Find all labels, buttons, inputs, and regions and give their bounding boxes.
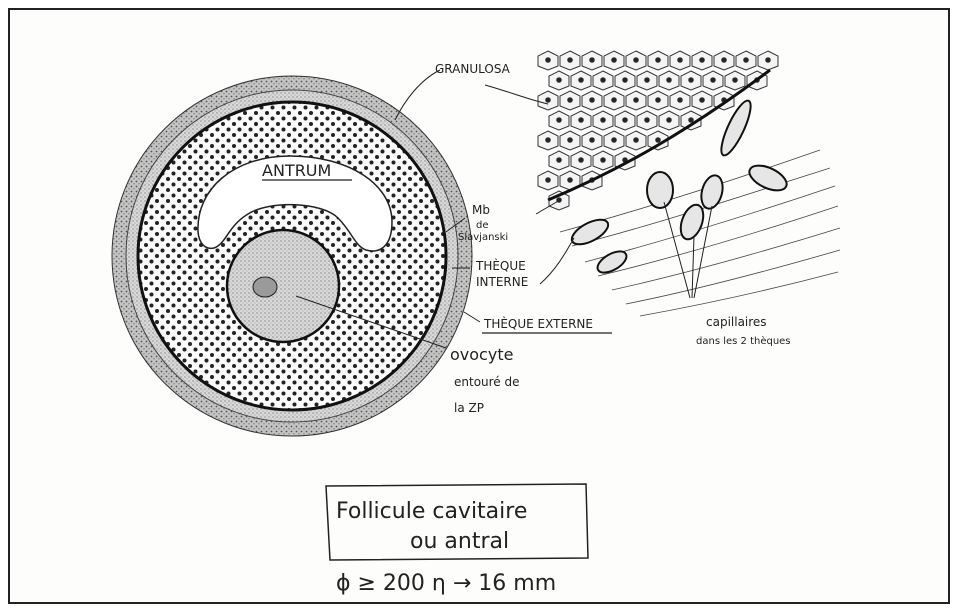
cell-nucleus [667, 118, 672, 123]
cell-nucleus [634, 98, 639, 103]
caption-box: Follicule cavitaire ou antral [326, 484, 588, 560]
cell-nucleus [557, 118, 562, 123]
label-theque-externe: THÈQUE EXTERNE [483, 316, 593, 331]
cell-nucleus [656, 98, 661, 103]
cell-nucleus [766, 58, 771, 63]
cell-nucleus [590, 98, 595, 103]
cell-nucleus [612, 98, 617, 103]
cell-nucleus [645, 78, 650, 83]
label-antrum: ANTRUM [262, 161, 331, 180]
cell-nucleus [612, 138, 617, 143]
cell-nucleus [689, 78, 694, 83]
cell-nucleus [645, 118, 650, 123]
cell-nucleus [689, 118, 694, 123]
cell-nucleus [700, 58, 705, 63]
cell-nucleus [579, 118, 584, 123]
label-theque-interne-2: INTERNE [476, 275, 528, 289]
caption-line1: Follicule cavitaire [336, 499, 527, 524]
follicle [112, 76, 472, 436]
cell-nucleus [546, 138, 551, 143]
label-membrane-1: Mb [472, 203, 490, 217]
cell-nucleus [678, 98, 683, 103]
cell-nucleus [744, 58, 749, 63]
size-note: ϕ ≥ 200 η → 16 mm [336, 571, 556, 596]
cell-nucleus [568, 58, 573, 63]
label-membrane-3: Slavjanski [458, 232, 508, 243]
cell-nucleus [656, 58, 661, 63]
cell-nucleus [634, 58, 639, 63]
cell-nucleus [733, 78, 738, 83]
cell-nucleus [568, 98, 573, 103]
cell-nucleus [678, 58, 683, 63]
cell-nucleus [667, 78, 672, 83]
label-theque-interne-1: THÈQUE [475, 258, 526, 273]
cell-nucleus [557, 158, 562, 163]
label-ovocyte: ovocyte [450, 345, 513, 364]
cell-nucleus [711, 78, 716, 83]
cell-nucleus [601, 118, 606, 123]
cell-nucleus [557, 78, 562, 83]
cell-nucleus [612, 58, 617, 63]
oocyte [227, 230, 339, 342]
cell-nucleus [546, 98, 551, 103]
cell-nucleus [568, 178, 573, 183]
cell-nucleus [546, 58, 551, 63]
cell-nucleus [590, 58, 595, 63]
caption-line2: ou antral [410, 529, 509, 554]
label-capillaires-2: dans les 2 thèques [696, 335, 791, 347]
cell-nucleus [700, 98, 705, 103]
cell-nucleus [546, 178, 551, 183]
cell-nucleus [722, 58, 727, 63]
label-ovocyte-sub1: entouré de [454, 375, 520, 389]
detail-inset [538, 51, 840, 316]
label-capillaires-1: capillaires [706, 315, 767, 329]
cell-nucleus [634, 138, 639, 143]
label-ovocyte-sub2: la ZP [454, 401, 484, 415]
cell-nucleus [579, 158, 584, 163]
label-granulosa: GRANULOSA [435, 62, 511, 76]
oocyte-nucleus [253, 277, 277, 297]
cell-nucleus [623, 78, 628, 83]
label-membrane-2: de [476, 220, 489, 231]
cell-nucleus [623, 118, 628, 123]
cell-nucleus [656, 138, 661, 143]
cell-nucleus [579, 78, 584, 83]
cell-nucleus [601, 78, 606, 83]
cell-nucleus [568, 138, 573, 143]
cell-nucleus [601, 158, 606, 163]
cell-nucleus [590, 138, 595, 143]
